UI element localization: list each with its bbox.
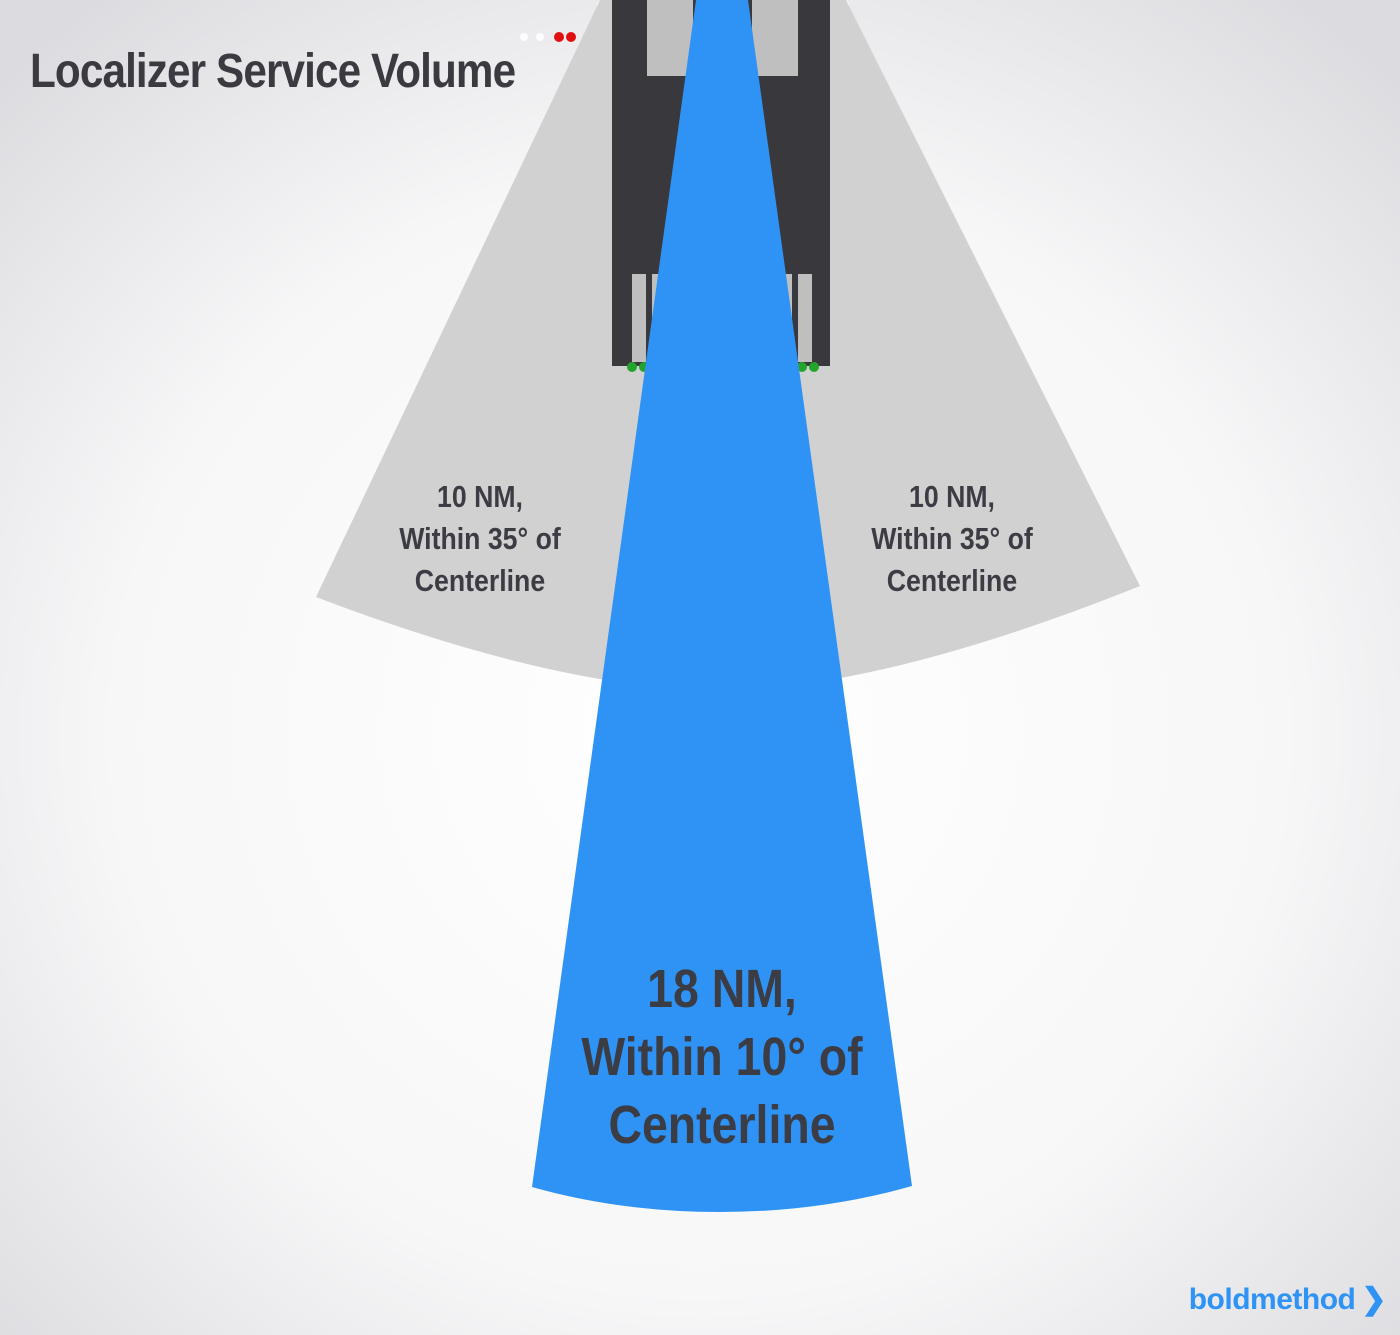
label-center-line3: Centerline (608, 1095, 836, 1155)
label-center-line2: Within 10° of (581, 1027, 863, 1087)
label-center-line1: 18 NM, (647, 959, 797, 1019)
label-right-sector: 10 NM, Within 35° of Centerline (840, 476, 1064, 602)
brand-logo[interactable]: boldmethod❯ (1188, 1282, 1387, 1317)
beam-10deg-18nm (532, 0, 912, 1212)
label-center-beam: 18 NM, Within 10° of Centerline (550, 955, 894, 1159)
label-left-line1: 10 NM, (437, 479, 523, 514)
page-title: Localizer Service Volume (30, 45, 516, 98)
runway-end-lights (554, 32, 576, 42)
label-left-line2: Within 35° of (399, 521, 561, 556)
label-right-line1: 10 NM, (909, 479, 995, 514)
label-left-line3: Centerline (414, 563, 546, 598)
label-right-line3: Centerline (886, 563, 1018, 598)
label-left-sector: 10 NM, Within 35° of Centerline (368, 476, 592, 602)
brand-name: boldmethod (1188, 1283, 1356, 1316)
chevron-right-icon: ❯ (1361, 1283, 1386, 1316)
label-right-line2: Within 35° of (871, 521, 1033, 556)
